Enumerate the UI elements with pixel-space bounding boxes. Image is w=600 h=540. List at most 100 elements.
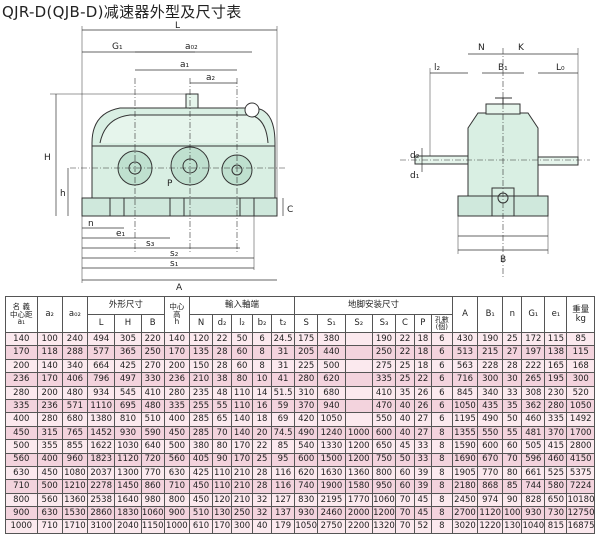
table-cell: 170 — [5, 345, 38, 360]
table-cell: 1200 — [371, 506, 397, 521]
table-cell — [344, 345, 373, 360]
table-cell: 744 — [521, 479, 546, 494]
table-cell: 110 — [212, 465, 233, 481]
table-cell: 510 — [140, 412, 165, 427]
dim-a02: a₀₂ — [185, 42, 198, 52]
table-cell: 110 — [231, 385, 254, 400]
table-cell: 435 — [477, 398, 504, 414]
table-cell: 8 — [430, 492, 453, 508]
table-cell: 16 — [252, 398, 272, 414]
table-cell: 110 — [231, 398, 254, 414]
table-cell: 85 — [270, 439, 296, 454]
table-cell: 220 — [140, 331, 165, 347]
table-cell: 765 — [61, 425, 89, 441]
dim-a2: a₂ — [206, 73, 216, 83]
table-cell: 1900 — [317, 479, 346, 494]
table-cell: 406 — [61, 372, 89, 387]
table-cell: 750 — [371, 452, 397, 467]
table-cell: 22 — [212, 331, 233, 347]
table-cell: 35 — [502, 398, 523, 414]
table-cell: 450 — [5, 425, 38, 441]
table-cell: 70 — [212, 425, 233, 441]
table-cell: 1210 — [61, 479, 89, 494]
table-cell: 900 — [163, 506, 190, 521]
table-cell: 2860 — [87, 506, 116, 521]
table-cell: 497 — [114, 372, 142, 387]
table-cell — [344, 358, 373, 374]
table-cell: 205 — [294, 345, 319, 360]
table-cell: 225 — [294, 358, 319, 374]
table-cell: 490 — [294, 425, 319, 441]
table-cell: 340 — [477, 385, 504, 400]
col-P: P — [413, 314, 432, 333]
table-cell: 815 — [544, 519, 568, 534]
col-G1: G₁ — [521, 296, 546, 333]
table-cell: 170 — [212, 519, 233, 534]
table-cell: 2180 — [451, 479, 479, 494]
col-holes: 孔數 (個) — [430, 314, 453, 333]
table-cell: 288 — [61, 345, 89, 360]
table-cell: 2800 — [566, 439, 595, 454]
col-a02: a₀₂ — [61, 296, 89, 333]
table-cell: 27 — [413, 412, 432, 427]
table-cell: 8 — [430, 425, 453, 441]
table-cell — [344, 412, 373, 427]
table-cell: 200 — [5, 358, 38, 374]
table-cell: 577 — [87, 345, 116, 360]
table-cell — [344, 398, 373, 414]
table-cell: 450 — [188, 492, 214, 508]
table-cell: 31 — [270, 345, 296, 360]
table-cell: 27 — [502, 345, 523, 360]
col-a2: a₂ — [36, 296, 63, 333]
table-cell: 362 — [521, 398, 546, 414]
table-cell: 3100 — [87, 519, 116, 534]
table-cell: 170 — [231, 439, 254, 454]
dim-H: H — [44, 153, 51, 163]
table-cell: 138 — [544, 345, 568, 360]
table-cell: 200 — [163, 358, 190, 374]
table-cell: 165 — [544, 358, 568, 374]
table-cell: 450 — [163, 425, 190, 441]
col-b2: b₂ — [252, 314, 272, 333]
table-cell: 6 — [430, 372, 453, 387]
table-cell: 400 — [163, 412, 190, 427]
col-S3: S₃ — [371, 314, 397, 333]
table-cell: 800 — [371, 465, 397, 481]
table-cell: 1320 — [371, 519, 397, 534]
table-cell: 980 — [140, 492, 165, 508]
table-cell: 190 — [477, 331, 504, 347]
table-cell: 170 — [163, 345, 190, 360]
table-cell: 8 — [430, 479, 453, 494]
table-cell: 571 — [61, 398, 89, 414]
table-cell: 6 — [430, 412, 453, 427]
page-title: QJR-D(QJB-D)减速器外型及尺寸表 — [2, 3, 242, 21]
table-cell: 1150 — [140, 519, 165, 534]
table-cell: 560 — [163, 452, 190, 467]
col-B1: B₁ — [477, 296, 504, 333]
table-cell: 2195 — [317, 492, 346, 508]
table-cell: 1080 — [61, 465, 89, 481]
table-cell: 140 — [231, 412, 254, 427]
table-cell: 500 — [163, 439, 190, 454]
table-cell: 16875 — [566, 519, 595, 534]
table-cell: 210 — [188, 372, 214, 387]
table-cell: 400 — [5, 412, 38, 427]
table-cell: 1000 — [5, 519, 38, 534]
table-cell: 33 — [502, 385, 523, 400]
dim-G1: G₁ — [112, 42, 123, 52]
table-cell: 800 — [5, 492, 38, 508]
table-cell: 137 — [270, 506, 296, 521]
table-cell: 868 — [477, 479, 504, 494]
table-cell: 560 — [5, 452, 38, 467]
table-cell: 90 — [502, 492, 523, 508]
table-cell: 26 — [413, 398, 432, 414]
table-cell: 5375 — [566, 465, 595, 481]
table-cell: 630 — [163, 465, 190, 481]
table-cell: 14 — [252, 385, 272, 400]
table-cell: 480 — [140, 398, 165, 414]
table-cell: 8 — [430, 439, 453, 454]
table-cell: 40 — [395, 398, 415, 414]
